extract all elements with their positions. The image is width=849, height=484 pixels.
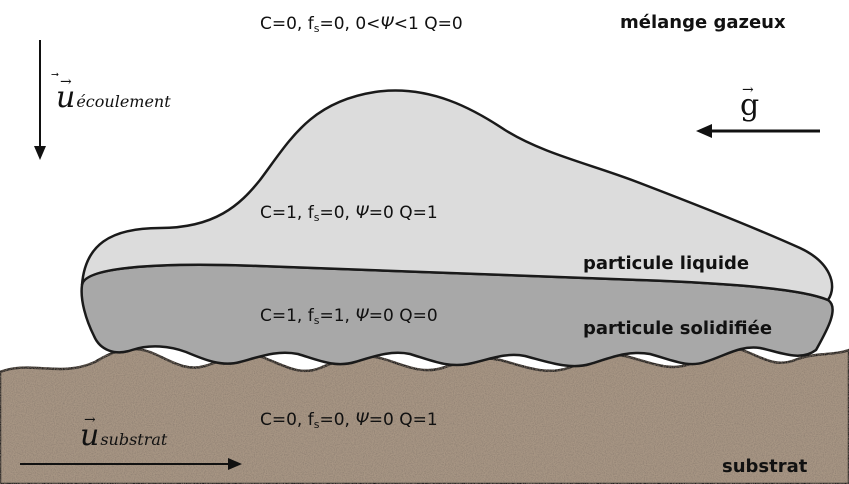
- solid-particle-label: particule solidifiée: [583, 318, 772, 339]
- gravity-label: → g: [740, 88, 759, 123]
- liquid-conditions: C=1, fs=0, Ψ=0 Q=1: [260, 203, 438, 224]
- liquid-particle-label: particule liquide: [583, 253, 749, 274]
- substrate-conditions: C=0, fs=0, Ψ=0 Q=1: [260, 410, 438, 431]
- gas-mixture-label: mélange gazeux: [620, 12, 786, 33]
- substrate-velocity-label: → u substrat: [80, 418, 167, 453]
- gas-conditions: C=0, fs=0, 0<Ψ<1 Q=0: [260, 14, 463, 35]
- gravity-arrowhead: [696, 124, 712, 138]
- flow-velocity-label: ⃗ → u écoulement: [56, 80, 171, 115]
- flow-arrowhead: [34, 146, 46, 160]
- substrate-label: substrat: [722, 456, 807, 477]
- solid-conditions: C=1, fs=1, Ψ=0 Q=0: [260, 306, 438, 327]
